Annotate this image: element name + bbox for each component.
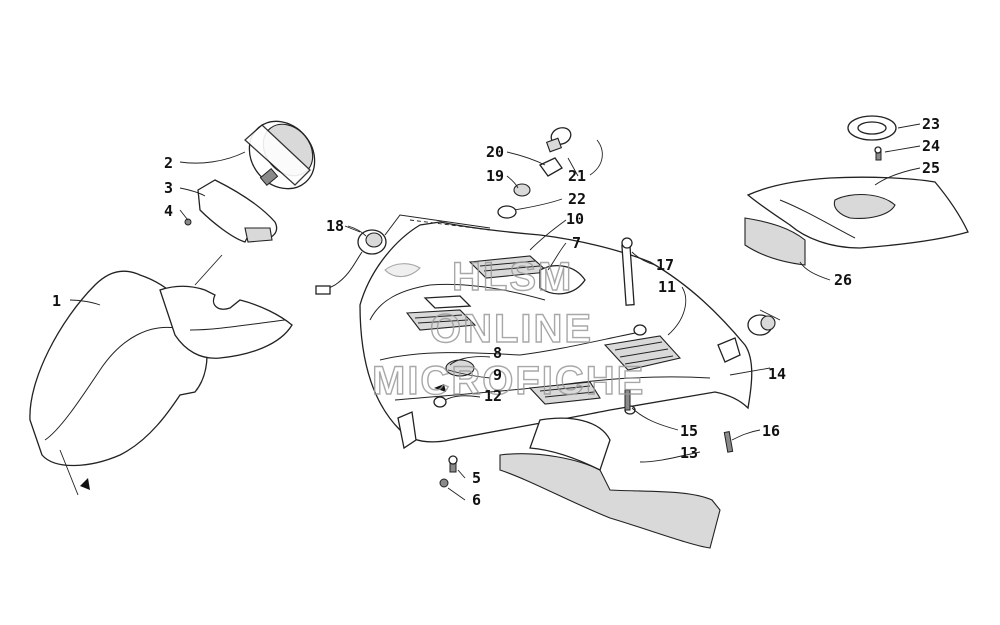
callout-17: 17 [656,256,674,274]
callout-25: 25 [922,159,940,177]
callout-2: 2 [164,154,173,172]
gauge-part-2 [244,120,316,190]
cowl-part-1 [29,270,293,496]
switch-part-18 [315,225,387,295]
screw-part-16 [723,431,734,453]
lens-part-26 [744,217,806,266]
callout-24: 24 [922,137,940,155]
callout-21: 21 [568,167,586,185]
nut-part-6 [439,478,449,488]
callout-18: 18 [326,217,344,235]
vent-part-11 [603,335,682,371]
callout-16: 16 [762,422,780,440]
callout-15: 15 [680,422,698,440]
callout-8: 8 [493,344,502,362]
callouts: 1 2 3 4 5 6 7 8 9 10 11 12 13 14 15 16 1… [52,115,940,509]
callout-20: 20 [486,143,504,161]
clip-part-12 [434,384,446,392]
callout-26: 26 [834,271,852,289]
vent-part-9 [528,381,601,405]
callout-13: 13 [680,444,698,462]
bracket-part-3 [184,179,278,243]
callout-4: 4 [164,202,173,220]
callout-22: 22 [568,190,586,208]
callout-23: 23 [922,115,940,133]
callout-1: 1 [52,292,61,310]
callout-14: 14 [768,365,786,383]
keyswitch-cluster [497,127,572,219]
ring-part-23 [847,115,897,141]
screw-part-5 [448,455,458,473]
callout-7: 7 [572,234,581,252]
watermark-line-3: MICROFICHE [372,359,645,403]
cover-part-25 [746,176,969,249]
hood-console [359,214,753,450]
pad-part-13 [499,417,721,549]
screw-part-24 [874,146,882,161]
callout-19: 19 [486,167,504,185]
watermark-line-2: ONLINE [430,307,593,351]
callout-11: 11 [658,278,676,296]
bolt-part-17 [621,237,635,306]
callout-10: 10 [566,210,584,228]
watermark: HLSM ONLINE MICROFICHE [371,254,645,403]
callout-6: 6 [472,491,481,509]
screw-part-15 [624,389,631,411]
callout-3: 3 [164,179,173,197]
vent-part-8 [405,309,477,331]
callout-12: 12 [484,387,502,405]
watermark-line-1: HLSM [452,255,573,299]
light-part-14 [717,314,776,363]
callout-9: 9 [493,366,502,384]
callout-5: 5 [472,469,481,487]
